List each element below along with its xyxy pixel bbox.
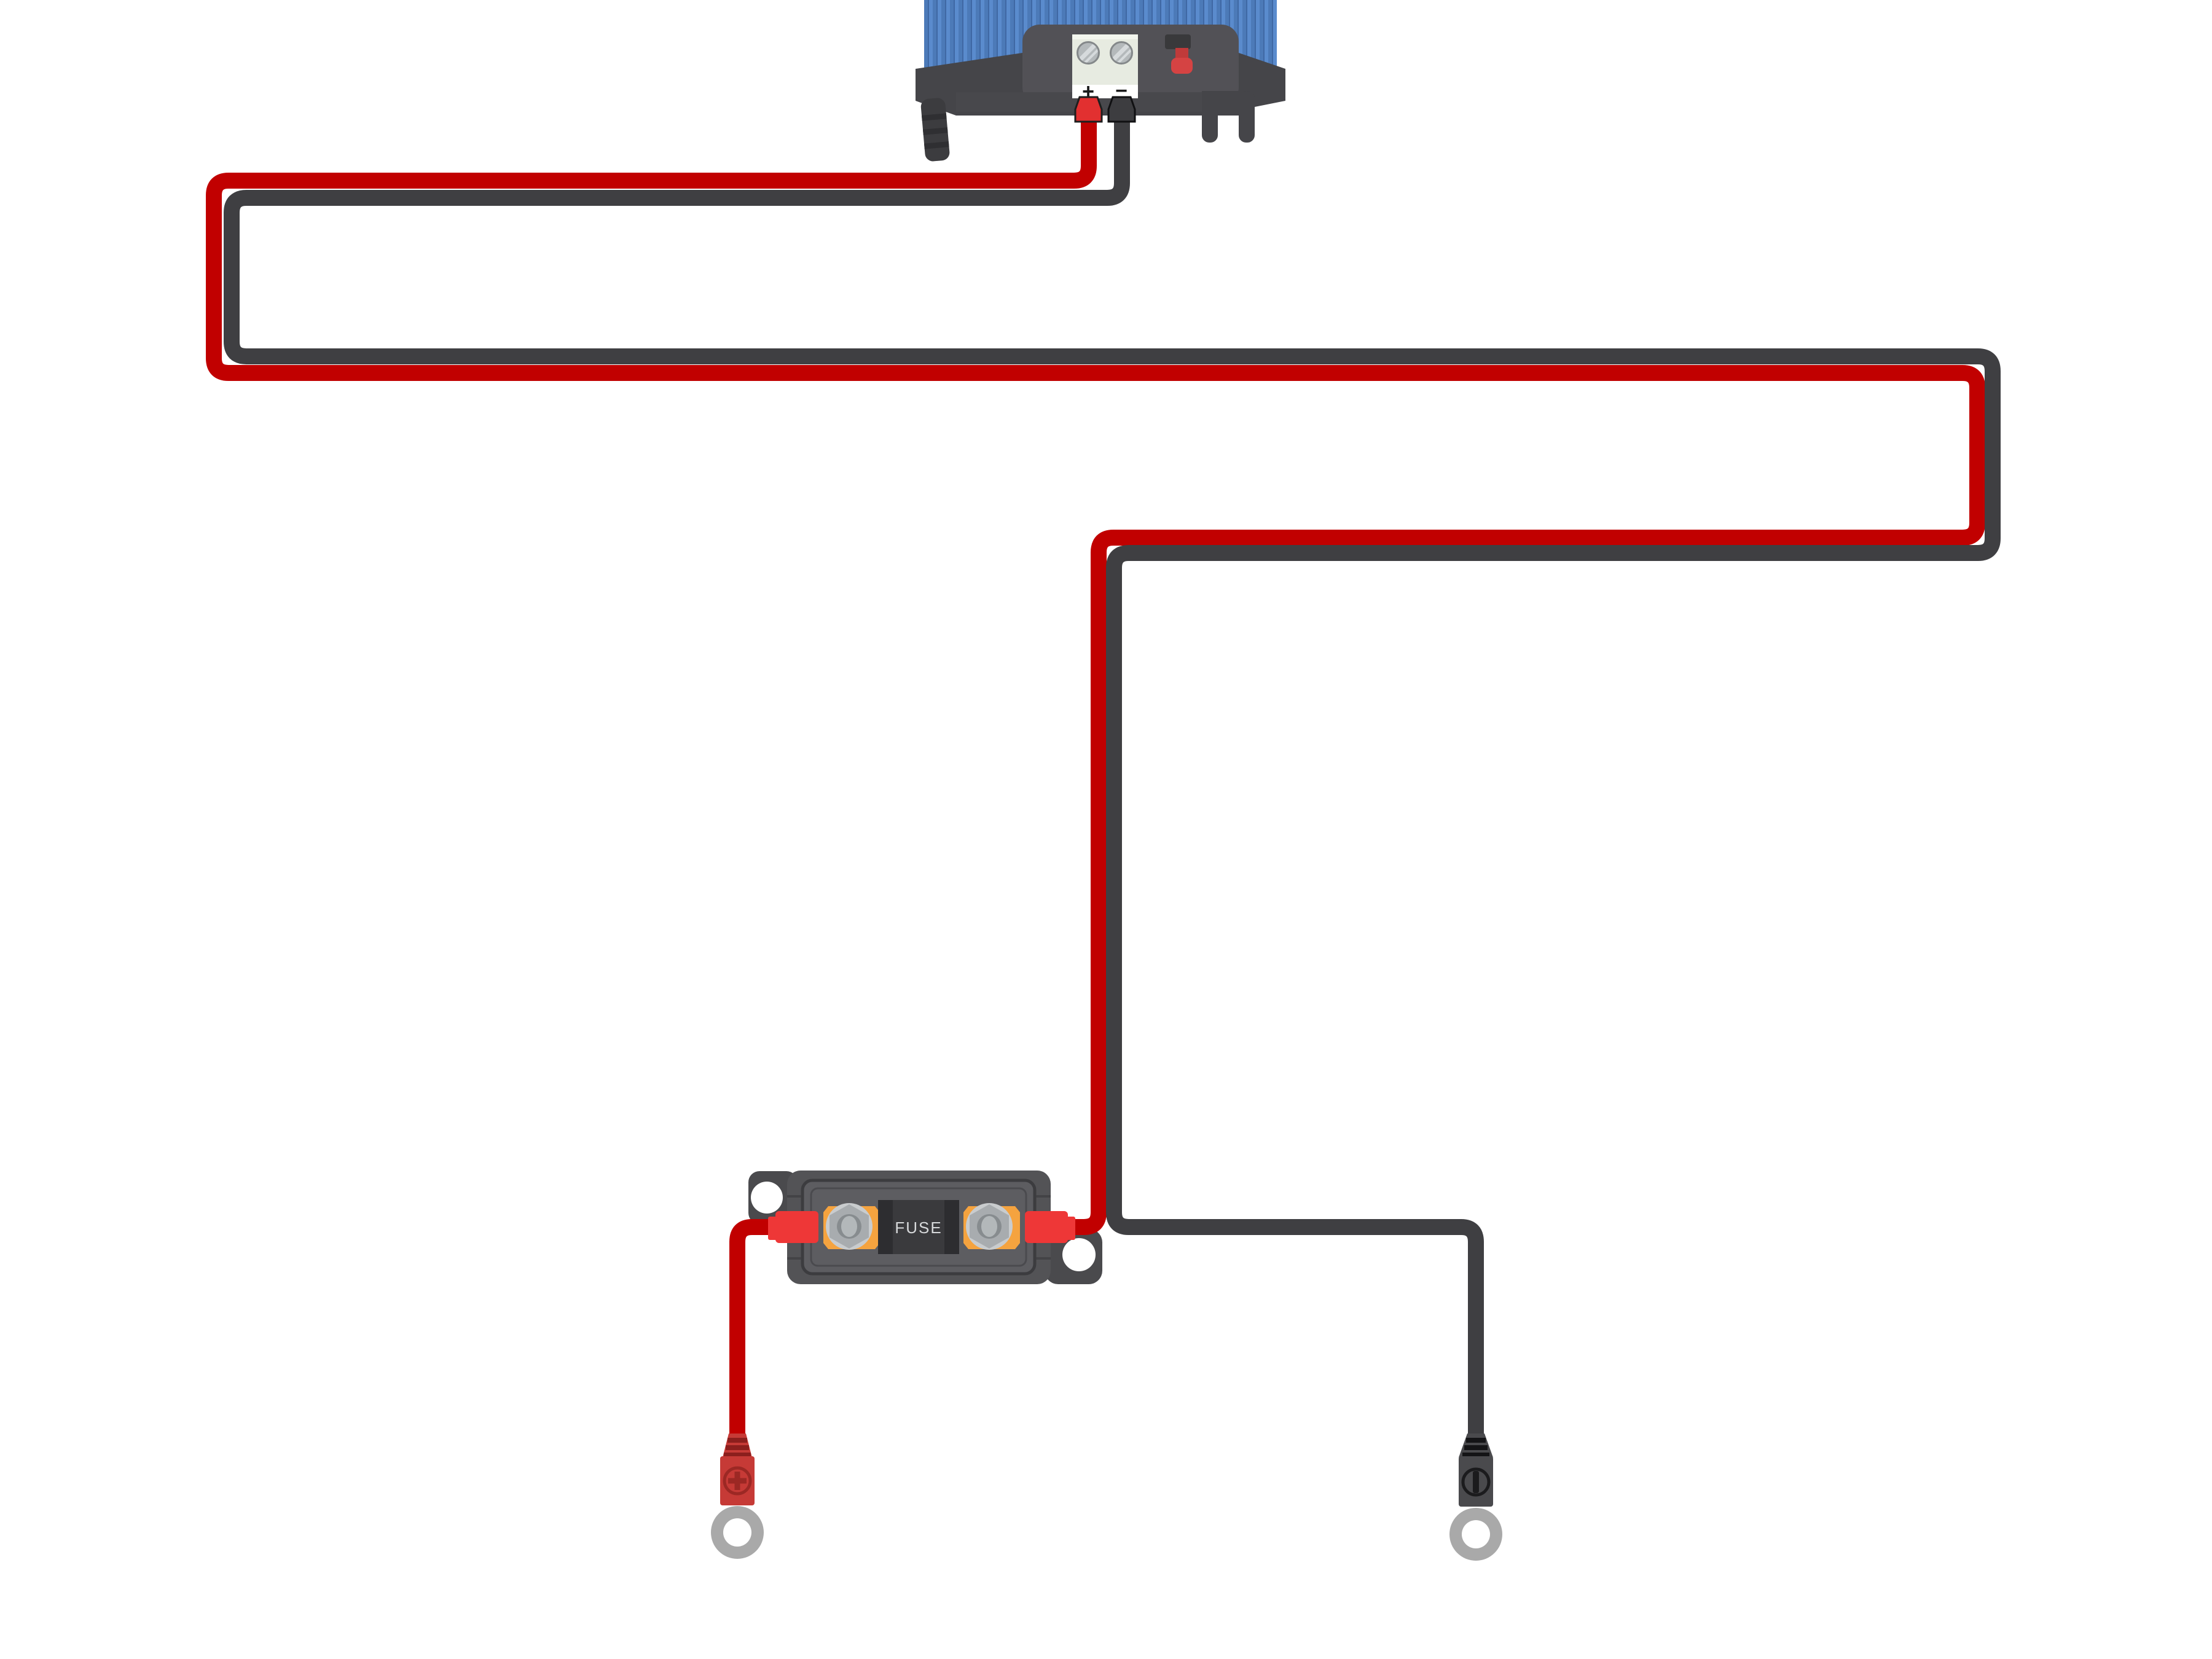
negative-wire (224, 118, 2001, 1439)
charger-mounting-fork (1202, 91, 1255, 143)
positive-wire (206, 118, 1985, 1235)
fuse-mounting-hole-right (1062, 1238, 1096, 1271)
fuse-holder-seams (787, 1195, 1051, 1260)
negative-terminal-screw (1110, 41, 1133, 65)
fuse-crimp-left (768, 1211, 818, 1243)
fuse-puller-tab (1171, 48, 1193, 74)
terminal-label-strip (1072, 85, 1138, 98)
positive-ring-hole (723, 1518, 751, 1547)
fuse-mounting-hole-left (751, 1182, 783, 1214)
fuse-bolt-right (966, 1203, 1013, 1250)
positive-wire-to-battery (729, 1219, 798, 1439)
positive-crimp-ridges (724, 1438, 751, 1457)
terminal-block-highlight (1072, 34, 1138, 39)
slot-marking-icon (1461, 1467, 1491, 1497)
battery-charger: + − (916, 0, 1285, 162)
connector-slot (1165, 34, 1191, 49)
fuse-bolt-left (826, 1203, 873, 1250)
negative-ring-terminal (1449, 1433, 1502, 1561)
negative-crimp-ridges (1462, 1438, 1489, 1457)
fuse-label: FUSE (895, 1218, 942, 1237)
charger-cable-gland (920, 98, 950, 162)
fuse-holder: FUSE (768, 1200, 1075, 1254)
positive-wire-crimp (1074, 96, 1103, 123)
positive-terminal-screw (1077, 41, 1100, 65)
fuse-crimp-right (1025, 1211, 1075, 1243)
negative-wire-crimp (1107, 96, 1136, 123)
positive-ring-terminal (711, 1433, 764, 1559)
negative-ring-hole (1462, 1520, 1490, 1548)
fuse-element: FUSE (878, 1200, 959, 1254)
plus-marking-icon (723, 1466, 752, 1496)
